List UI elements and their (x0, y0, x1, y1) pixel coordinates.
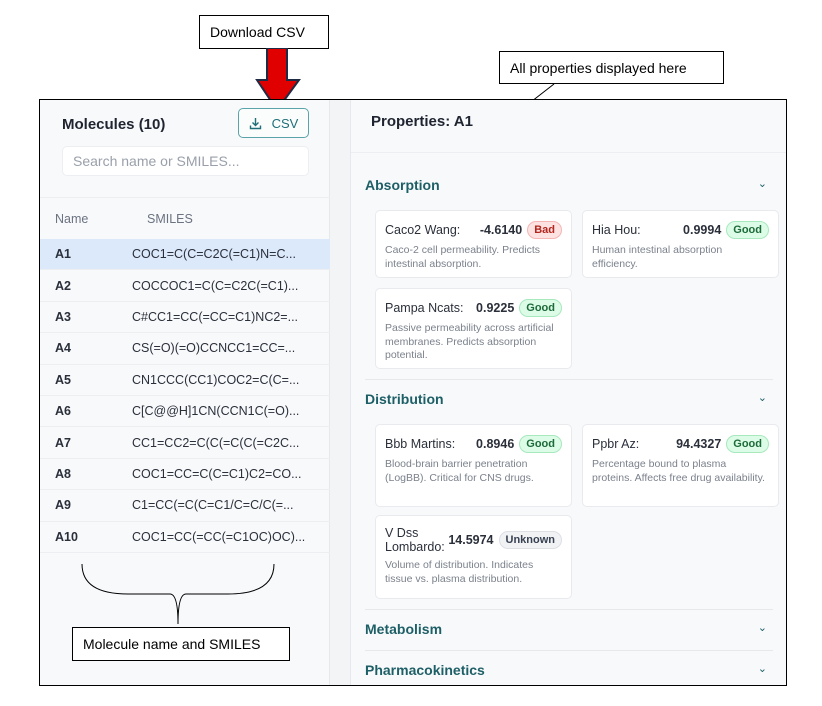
property-name: Pampa Ncats: (385, 301, 464, 315)
table-row[interactable]: A7 CC1=CC2=C(C(=C(C(=C2C... (40, 427, 330, 459)
molecule-name: A5 (55, 372, 71, 387)
status-badge: Good (726, 435, 769, 453)
brace-icon (81, 563, 275, 625)
section-title: Distribution (365, 391, 444, 407)
property-description: Caco-2 cell permeability. Predicts intes… (385, 244, 541, 270)
property-value: 94.4327 (676, 437, 722, 451)
property-description: Human intestinal absorption efficiency. (592, 244, 723, 270)
chevron-down-icon[interactable]: ⌄ (757, 663, 767, 675)
table-row[interactable]: A2 COCCOC1=C(C=C2C(=C1)... (40, 270, 330, 302)
molecule-name: A1 (55, 247, 71, 262)
chevron-down-icon[interactable]: ⌄ (757, 178, 767, 190)
molecule-smiles: C1=CC(=C(C=C1/C=C/C(=... (132, 498, 294, 513)
table-row[interactable]: A4 CS(=O)(=O)CCNCC1=CC=... (40, 333, 330, 365)
search-input[interactable] (62, 146, 309, 176)
molecule-panel: Molecules (10) CSV Name SMILES A1 COC1=C(… (40, 100, 330, 685)
table-row[interactable]: A3 C#CC1=CC(=CC=C1)NC2=... (40, 302, 330, 334)
molecule-smiles: C#CC1=CC(=CC=C1)NC2=... (132, 309, 299, 324)
table-row[interactable]: A10 COC1=CC(=CC(=C1OC)OC)... (40, 522, 330, 553)
chevron-down-icon[interactable]: ⌄ (757, 622, 767, 634)
properties-panel: Properties: A1 Absorption ⌄ Caco2 Wang: -4.… (350, 100, 786, 685)
molecule-smiles: COC1=C(C=C2C(=C1)N=C... (132, 247, 296, 262)
table-row[interactable]: A6 C[C@@H]1CN(CCN1C(=O)... (40, 396, 330, 428)
property-name: Caco2 Wang: (385, 223, 461, 237)
molecules-title: Molecules (10) (62, 116, 166, 133)
panel-divider[interactable] (330, 100, 350, 685)
download-csv-button[interactable]: CSV (238, 108, 309, 138)
molecule-smiles: COCCOC1=C(C=C2C(=C1)... (132, 278, 299, 293)
molecule-name: A4 (55, 341, 71, 356)
properties-title: Properties: A1 (371, 113, 473, 130)
molecule-smiles: COC1=CC=C(C=C1)C2=CO... (132, 466, 302, 481)
property-name: Hia Hou: (592, 223, 641, 237)
download-icon (249, 117, 261, 129)
property-value: 14.5974 (448, 533, 494, 547)
property-name: Bbb Martins: (385, 437, 456, 451)
section-title: Metabolism (365, 621, 443, 637)
divider (365, 609, 773, 610)
status-badge: Good (726, 221, 769, 239)
properties-header: Properties: A1 (351, 100, 786, 153)
section-pharmacokinetics[interactable]: Pharmacokinetics ⌄ (365, 662, 773, 678)
property-value: 0.9994 (683, 223, 722, 237)
csv-label: CSV (271, 115, 299, 131)
annotation-molecules: Molecule name and SMILES (72, 627, 290, 661)
divider (365, 379, 773, 380)
table-row[interactable]: A1 COC1=C(C=C2C(=C1)N=C... (40, 239, 330, 271)
status-badge: Good (519, 435, 562, 453)
molecule-name: A2 (55, 278, 71, 293)
molecule-name: A9 (55, 498, 71, 513)
annotation-properties: All properties displayed here (499, 51, 724, 84)
table-row[interactable]: A5 CN1CCC(CC1)COC2=C(C=... (40, 365, 330, 396)
red-arrow-icon (255, 48, 301, 112)
molecule-name: A10 (55, 529, 78, 544)
molecule-name: A8 (55, 466, 71, 481)
section-distribution[interactable]: Distribution ⌄ (365, 391, 773, 407)
section-absorption[interactable]: Absorption ⌄ (365, 177, 773, 193)
property-value: 0.8946 (476, 437, 515, 451)
table-row[interactable]: A8 COC1=CC=C(C=C1)C2=CO... (40, 459, 330, 491)
annotation-download-csv: Download CSV (199, 15, 329, 49)
section-title: Absorption (365, 177, 440, 193)
column-name[interactable]: Name (55, 212, 89, 226)
molecule-name: A3 (55, 309, 71, 324)
section-title: Pharmacokinetics (365, 662, 485, 678)
table-row[interactable]: A9 C1=CC(=C(C=C1/C=C/C(=... (40, 490, 330, 522)
property-value: -4.6140 (479, 223, 523, 237)
property-value: 0.9225 (476, 301, 515, 315)
molecule-smiles: CC1=CC2=C(C(=C(C(=C2C... (132, 435, 300, 450)
app-window: Molecules (10) CSV Name SMILES A1 COC1=C(… (39, 99, 787, 686)
annotation-text: Download CSV (210, 24, 305, 40)
molecule-name: A7 (55, 435, 71, 450)
property-description: Blood-brain barrier penetration (LogBB).… (385, 458, 534, 484)
divider (365, 650, 773, 651)
property-name: Ppbr Az: (592, 437, 640, 451)
property-name: V Dss Lombardo: (385, 526, 445, 554)
annotation-text: Molecule name and SMILES (83, 636, 261, 652)
section-metabolism[interactable]: Metabolism ⌄ (365, 621, 773, 637)
property-description: Volume of distribution. Indicates tissue… (385, 559, 534, 585)
chevron-down-icon[interactable]: ⌄ (757, 392, 767, 404)
column-smiles[interactable]: SMILES (147, 212, 193, 226)
status-badge: Unknown (498, 531, 562, 549)
annotation-text: All properties displayed here (510, 59, 687, 76)
molecule-smiles: COC1=CC(=CC(=C1OC)OC)... (132, 529, 306, 544)
molecule-name: A6 (55, 404, 71, 419)
molecule-smiles: CN1CCC(CC1)COC2=C(C=... (132, 372, 300, 387)
table-header: Name SMILES (40, 197, 330, 239)
status-badge: Bad (527, 221, 562, 239)
molecule-smiles: C[C@@H]1CN(CCN1C(=O)... (132, 404, 300, 419)
molecule-smiles: CS(=O)(=O)CCNCC1=CC=... (132, 341, 296, 356)
property-description: Passive permeability across artificial m… (385, 322, 554, 361)
property-description: Percentage bound to plasma proteins. Aff… (592, 458, 765, 484)
status-badge: Good (519, 299, 562, 317)
